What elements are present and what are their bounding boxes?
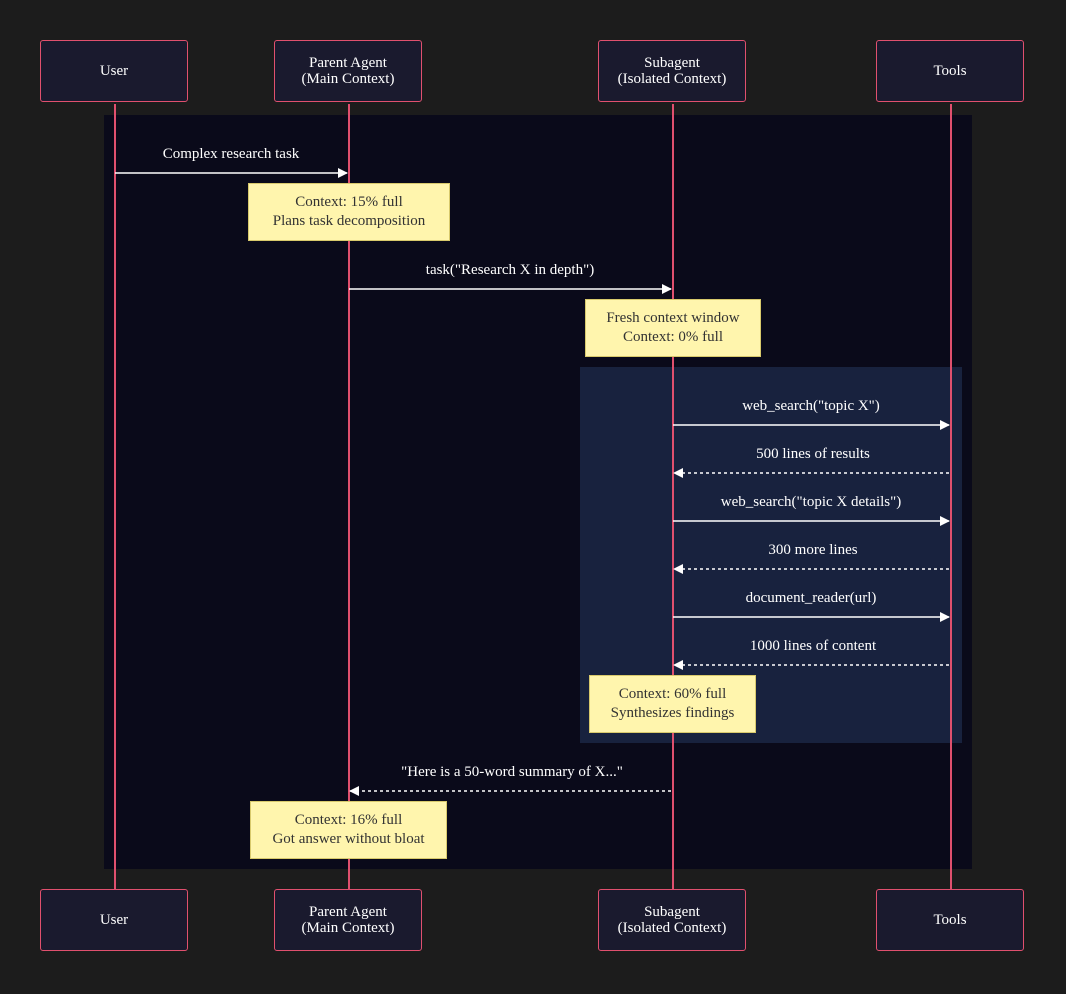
actor-label: Tools <box>933 912 967 928</box>
note-line: Context: 0% full <box>623 329 723 345</box>
message-label: 1000 lines of content <box>749 638 877 654</box>
message-label: task("Research X in depth") <box>425 262 595 278</box>
actor-label: User <box>99 912 129 928</box>
actor-user-bottom: User <box>40 889 188 951</box>
actor-sublabel: (Main Context) <box>301 71 395 87</box>
actor-tools-bottom: Tools <box>876 889 1024 951</box>
message-label: Complex research task <box>162 146 300 162</box>
note-line: Plans task decomposition <box>272 213 426 229</box>
actor-sublabel: (Isolated Context) <box>617 920 727 936</box>
message-label: 500 lines of results <box>756 446 870 462</box>
lifeline-tools <box>950 104 952 890</box>
actor-label: Tools <box>933 63 967 79</box>
note-line: Fresh context window <box>606 310 740 326</box>
actor-label: Parent Agent <box>309 55 387 71</box>
message-label: 300 more lines <box>768 542 858 558</box>
lifeline-user <box>114 104 116 890</box>
message-label: web_search("topic X") <box>742 398 880 414</box>
actor-label: Parent Agent <box>309 904 387 920</box>
actor-label: Subagent <box>644 55 700 71</box>
actor-label: User <box>99 63 129 79</box>
note-line: Context: 60% full <box>618 686 727 702</box>
actor-tools-top: Tools <box>876 40 1024 102</box>
actor-subagent-top: Subagent(Isolated Context) <box>598 40 746 102</box>
note-line: Context: 15% full <box>295 194 403 210</box>
actor-label: Subagent <box>644 904 700 920</box>
note-line: Got answer without bloat <box>272 831 425 847</box>
lifeline-subagent <box>672 104 674 890</box>
actor-sublabel: (Isolated Context) <box>617 71 727 87</box>
note-line: Synthesizes findings <box>610 705 735 721</box>
actor-subagent-bottom: Subagent(Isolated Context) <box>598 889 746 951</box>
note-subagent-fresh: Fresh context window Context: 0% full <box>585 299 761 357</box>
message-label: document_reader(url) <box>745 590 877 606</box>
actor-parent-agent-top: Parent Agent(Main Context) <box>274 40 422 102</box>
note-parent-context-16: Context: 16% full Got answer without blo… <box>250 801 447 859</box>
message-label: web_search("topic X details") <box>720 494 902 510</box>
lifeline-parent-agent <box>348 104 350 890</box>
actor-sublabel: (Main Context) <box>301 920 395 936</box>
note-subagent-context-60: Context: 60% full Synthesizes findings <box>589 675 756 733</box>
actor-user-top: User <box>40 40 188 102</box>
actor-parent-agent-bottom: Parent Agent(Main Context) <box>274 889 422 951</box>
note-line: Context: 16% full <box>294 812 403 828</box>
note-parent-context-15: Context: 15% full Plans task decompositi… <box>248 183 450 241</box>
message-label: "Here is a 50-word summary of X..." <box>401 764 623 780</box>
